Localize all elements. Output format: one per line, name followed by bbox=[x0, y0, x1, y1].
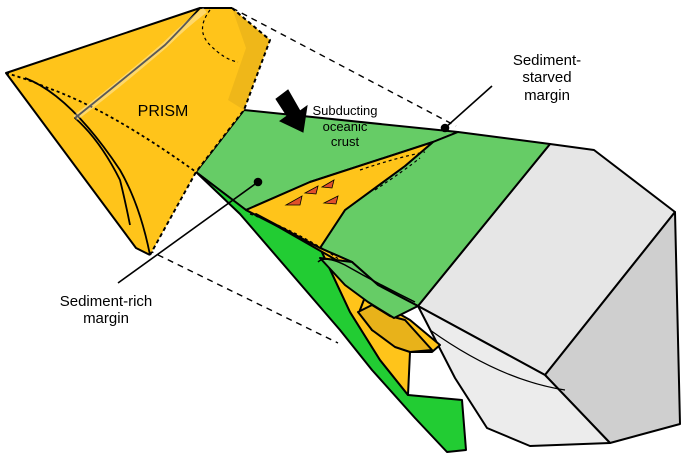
continental-block bbox=[417, 143, 681, 447]
prism-inset-fill bbox=[6, 8, 270, 255]
inner-dashes-lower bbox=[249, 213, 341, 261]
sediment-rich-margin-label: Sediment-rich margin bbox=[59, 293, 153, 328]
fold-curve bbox=[317, 258, 416, 303]
prism-inset-glow bbox=[73, 7, 207, 121]
starved-leader-dot bbox=[440, 123, 450, 133]
inner-dashes bbox=[359, 151, 426, 191]
rich-leader-dot bbox=[253, 177, 263, 187]
crust-lower-green bbox=[319, 257, 419, 319]
subducting-crust-label: Subducting oceanic crust bbox=[312, 103, 378, 150]
prism-inset-shade bbox=[228, 8, 270, 110]
thrust-arrow-icon bbox=[284, 195, 303, 206]
prism-inset-fold-1 bbox=[5, 72, 197, 173]
thrust-arrow-icon bbox=[303, 185, 319, 195]
prism-inset-thrust-2 bbox=[74, 7, 201, 226]
prism-inset bbox=[5, 7, 271, 256]
projection-lines bbox=[147, 7, 457, 344]
rich-leader bbox=[117, 181, 259, 284]
thrust-arrow-icon bbox=[322, 195, 339, 205]
thrust-arrow-icon bbox=[320, 179, 335, 189]
starved-leader bbox=[444, 85, 493, 129]
slab-trace bbox=[429, 329, 566, 391]
leader-lines bbox=[117, 85, 493, 284]
prism-inset-back-edge bbox=[149, 7, 271, 256]
thrust-arrows bbox=[284, 179, 339, 206]
down-right-arrow-icon bbox=[275, 89, 308, 133]
prism-inset-internal-dash bbox=[201, 9, 239, 63]
prism-label: PRISM bbox=[137, 103, 189, 120]
prism-inset-thrust-1 bbox=[24, 77, 151, 256]
sediment-starved-margin-label: Sediment- starved margin bbox=[512, 52, 582, 104]
